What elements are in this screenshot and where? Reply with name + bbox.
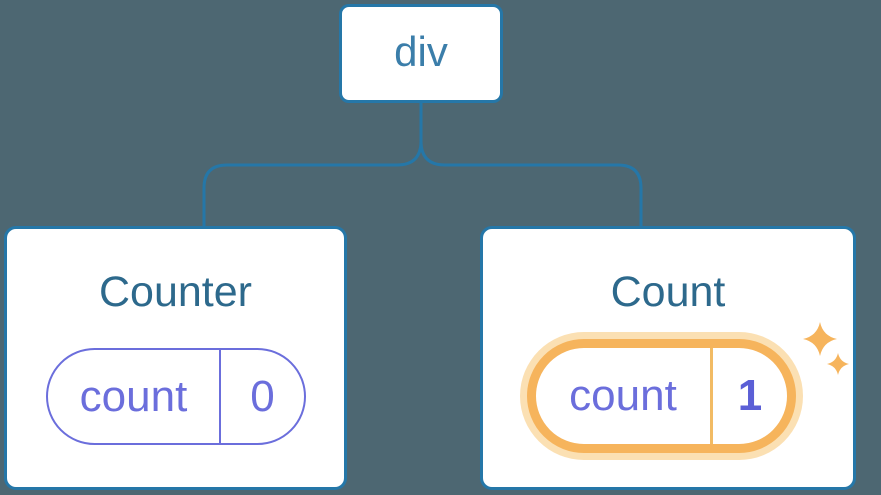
state-value: 1 — [737, 371, 763, 420]
component-title-counter: Counter — [99, 268, 252, 316]
root-node-div: div — [339, 4, 503, 103]
root-node-label: div — [394, 27, 448, 75]
component-card-count: Count count 1 — [480, 226, 856, 490]
component-title-count: Count — [610, 268, 726, 316]
state-pill-counter: count 0 — [46, 348, 306, 445]
component-card-counter: Counter count 0 — [4, 226, 347, 490]
state-key-label: count — [48, 350, 221, 443]
state-pill-ring: count 1 — [527, 339, 796, 453]
state-key-label: count — [536, 348, 713, 444]
sparkles-icon — [803, 322, 849, 375]
state-value: 0 — [250, 371, 275, 421]
state-pill-count-highlighted: count 1 — [520, 332, 803, 460]
